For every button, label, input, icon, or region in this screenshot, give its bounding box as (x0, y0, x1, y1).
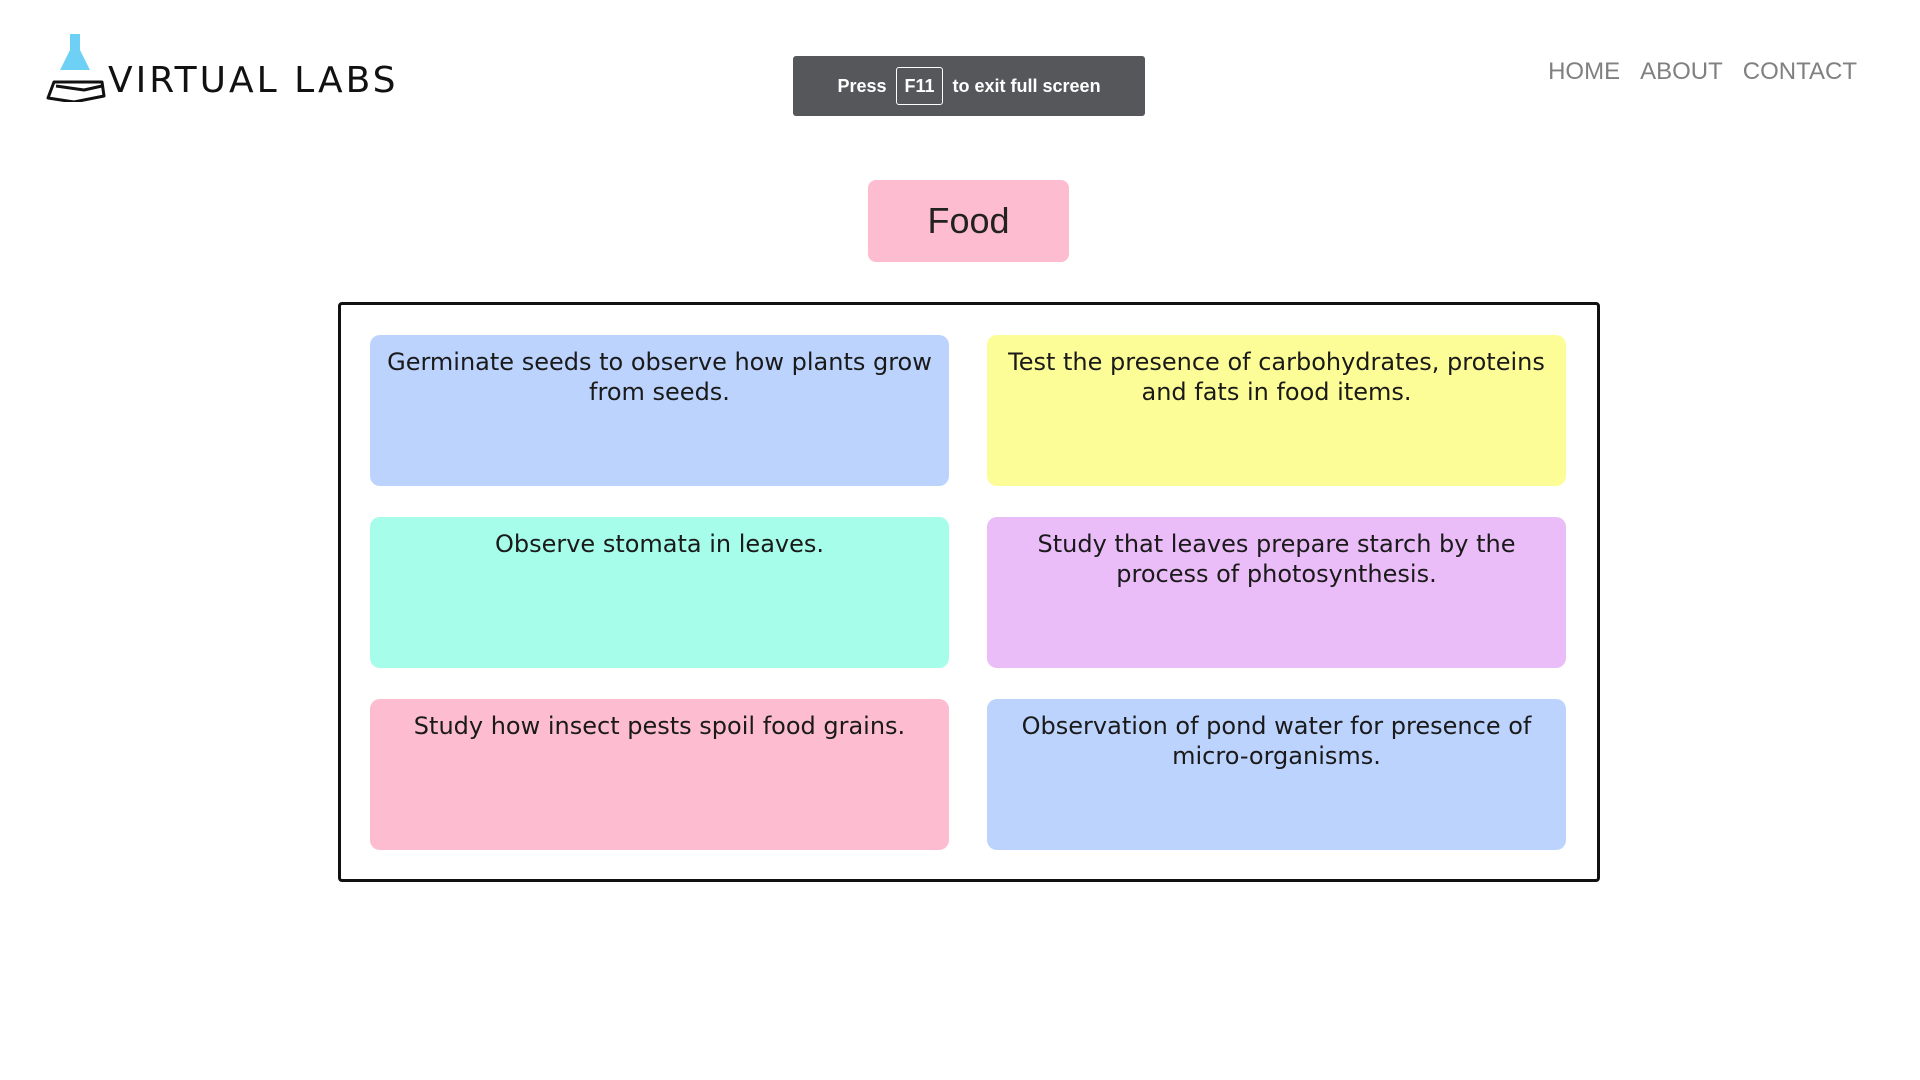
page-title: Food (868, 180, 1069, 262)
experiment-card-insect-pests[interactable]: Study how insect pests spoil food grains… (370, 699, 949, 850)
virtual-labs-logo[interactable]: VIRTUAL LABS (44, 30, 399, 102)
top-nav: HOME ABOUT CONTACT (1548, 58, 1857, 86)
experiment-list-panel: Germinate seeds to observe how plants gr… (338, 302, 1600, 882)
nav-home-link[interactable]: HOME (1548, 58, 1621, 85)
fullscreen-notice-prefix: Press (837, 75, 887, 96)
f11-key-badge: F11 (896, 67, 943, 105)
nav-about-link[interactable]: ABOUT (1640, 58, 1723, 85)
fullscreen-notice: Press F11 to exit full screen (793, 56, 1145, 116)
fullscreen-notice-suffix: to exit full screen (952, 75, 1101, 96)
experiment-card-test-food-nutrients[interactable]: Test the presence of carbohydrates, prot… (987, 335, 1566, 486)
experiment-card-pond-water[interactable]: Observation of pond water for presence o… (987, 699, 1566, 850)
site-header: VIRTUAL LABS Press F11 to exit full scre… (0, 0, 1920, 120)
logo-text: VIRTUAL LABS (108, 60, 399, 101)
experiment-card-observe-stomata[interactable]: Observe stomata in leaves. (370, 517, 949, 668)
flask-logo-icon (46, 34, 106, 102)
experiment-card-germinate-seeds[interactable]: Germinate seeds to observe how plants gr… (370, 335, 949, 486)
experiment-card-photosynthesis-starch[interactable]: Study that leaves prepare starch by the … (987, 517, 1566, 668)
nav-contact-link[interactable]: CONTACT (1742, 58, 1857, 85)
